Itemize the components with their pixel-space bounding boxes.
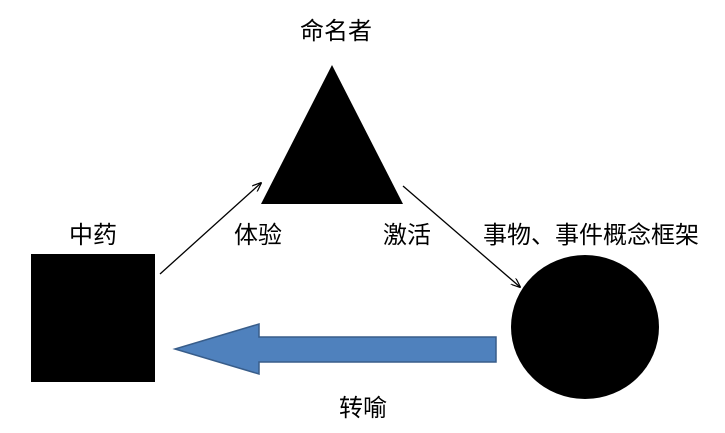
framework-circle	[511, 255, 659, 399]
metaphor-label: 转喻	[339, 394, 387, 422]
activate-arrow	[402, 185, 520, 287]
tcm-label: 中药	[69, 221, 117, 249]
namer-triangle	[261, 65, 403, 204]
framework-label: 事物、事件概念框架	[483, 221, 699, 249]
experience-arrow	[159, 183, 261, 275]
activate-label: 激活	[383, 221, 431, 249]
experience-label: 体验	[234, 221, 282, 249]
namer-label: 命名者	[300, 17, 372, 45]
metaphor-block-arrow	[172, 322, 497, 376]
tcm-square	[31, 254, 155, 382]
